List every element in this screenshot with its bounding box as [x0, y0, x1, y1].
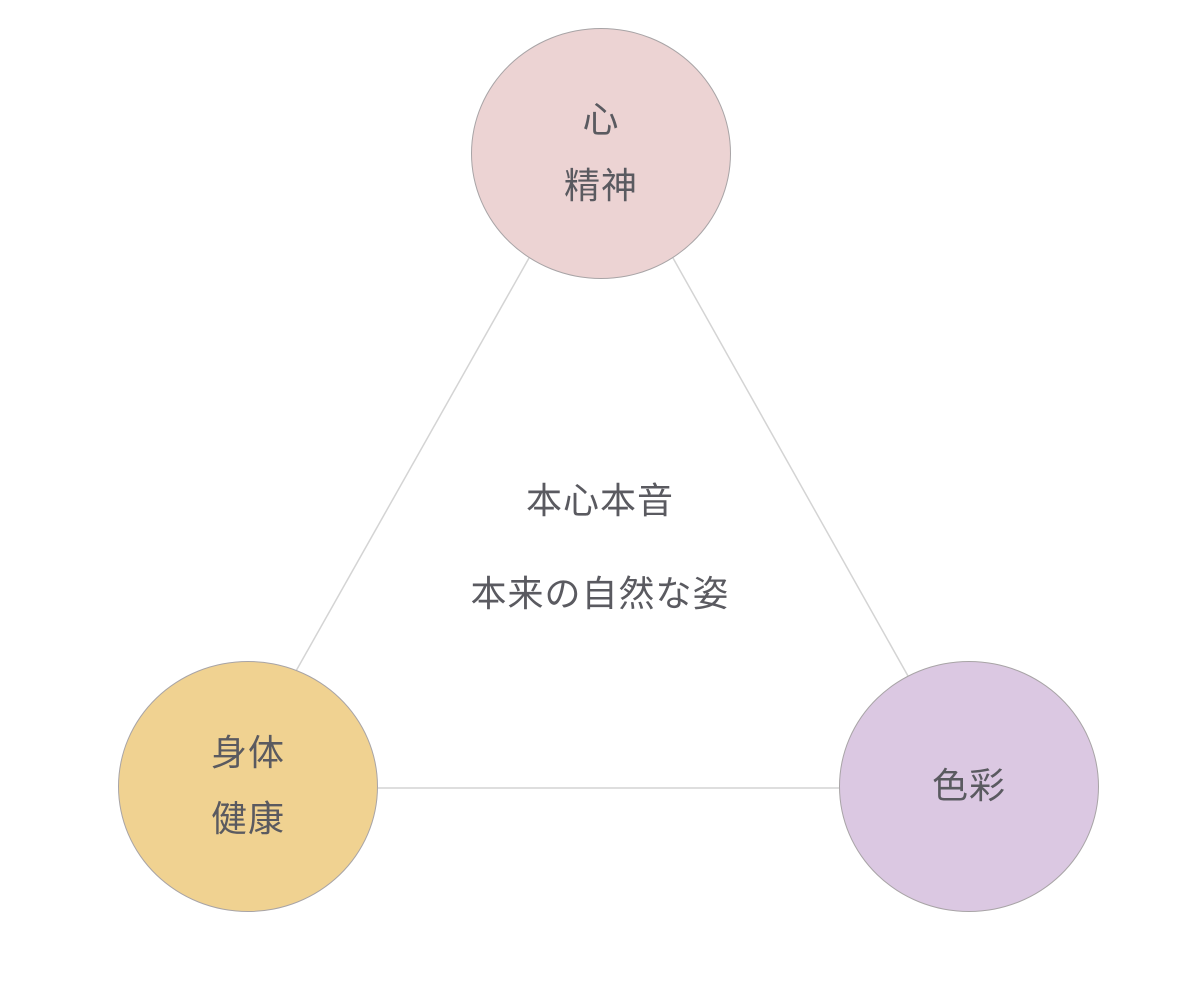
- mind-spirit-node: 心 精神: [471, 28, 731, 279]
- center-text: 本心本音 本来の自然な姿: [400, 455, 800, 641]
- connector-top-left: [295, 257, 530, 672]
- health-label: 健康: [210, 798, 285, 840]
- body-label: 身体: [210, 732, 285, 774]
- color-label: 色彩: [931, 765, 1006, 807]
- color-node: 色彩: [839, 661, 1099, 912]
- mind-label: 心: [582, 99, 620, 141]
- connector-top-right: [672, 257, 909, 677]
- center-subtitle: 本来の自然な姿: [470, 574, 730, 615]
- spirit-label: 精神: [563, 165, 638, 207]
- body-health-node: 身体 健康: [118, 661, 378, 912]
- center-title: 本心本音: [525, 481, 674, 522]
